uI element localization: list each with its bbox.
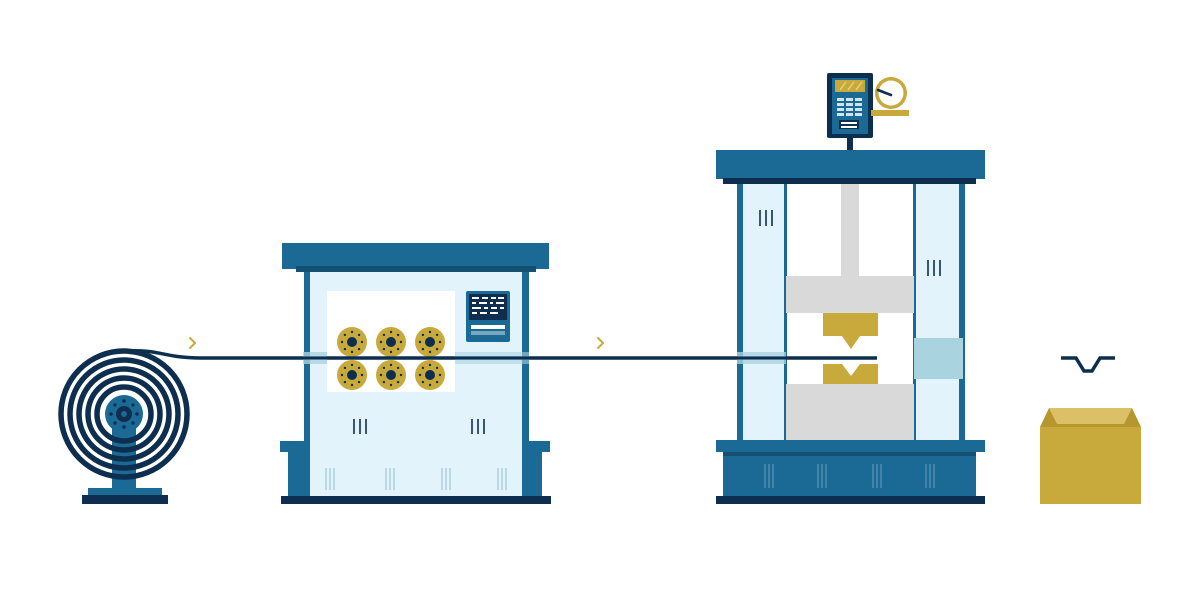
coil-reel-icon [58,348,190,504]
steel-strip [123,348,877,364]
press-controller [827,73,873,152]
reel-base [88,488,162,496]
roller [376,327,406,357]
roller [415,360,445,390]
chevron-right-icon [597,337,604,349]
straightener-bolt-marks [353,419,485,434]
roller [376,360,406,390]
press-side-window [914,338,963,379]
press-vents [764,464,935,488]
rollers [337,327,445,390]
press-bolt-marks [759,210,941,276]
keypad [837,98,862,116]
straightener-base [281,496,551,504]
press-bed [723,456,976,496]
roller-straightener-icon [280,243,551,504]
roller [415,327,445,357]
formed-part-icon [1061,356,1115,373]
lower-die [823,364,878,384]
straightener-vents [325,468,507,490]
straightener-top-beam [282,243,549,269]
roller [337,327,367,357]
hydraulic-press-icon [716,73,985,504]
straightener-control-panel [466,291,510,342]
chevron-right-icon [189,337,196,349]
press-upper-platen [786,276,914,313]
press-lower-platen [786,384,914,440]
pressure-gauge-icon [871,77,909,116]
press-crown [716,150,985,179]
press-piston-rod [841,184,859,276]
box-icon [1040,408,1141,504]
reel-foot [82,495,168,504]
upper-die [823,313,878,349]
roller [337,360,367,390]
